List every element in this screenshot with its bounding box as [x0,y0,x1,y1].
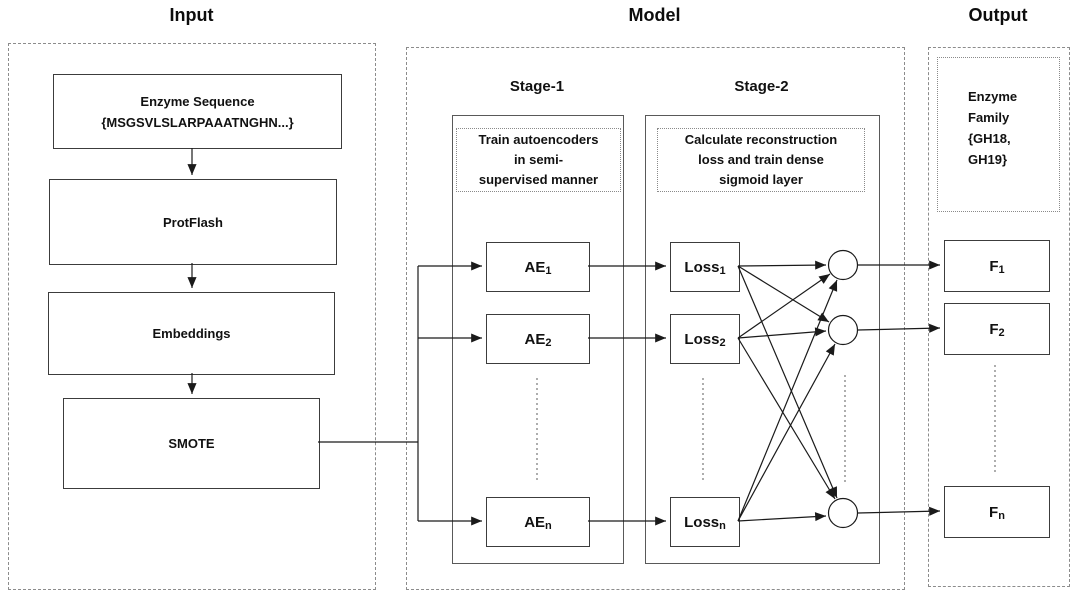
stage2-note-line3: sigmoid layer [719,172,803,187]
protflash-label: ProtFlash [163,214,223,230]
loss1-label: Loss [684,258,720,276]
f2-label: F [989,320,999,338]
loss2-label: Loss [684,330,720,348]
enzyme-sequence-line1: Enzyme Sequence [140,93,255,109]
ae1-label: AE [524,258,546,276]
ae2-label: AE [524,330,546,348]
stage1-note-line2: in semi- [513,152,564,167]
node-protflash: ProtFlash [49,179,337,265]
stage2-note-line1: Calculate reconstruction [684,132,838,147]
enzyme-family-note: Enzyme Family {GH18, GH19} [937,57,1060,212]
family-note-line4: GH19} [968,152,1008,167]
fn-label: F [989,503,999,521]
family-note-line3: {GH18, [968,131,1011,146]
stage1-note: Train autoencoders in semi- supervised m… [456,128,621,192]
stage1-note-line1: Train autoencoders [478,132,599,147]
embeddings-label: Embeddings [152,326,231,341]
aen-label: AE [524,513,546,531]
enzyme-sequence-line2: {MSGSVLSLARPAAATNGHN...} [101,114,294,130]
stage1-title: Stage-1 [509,78,565,95]
stage2-note-line2: loss and train dense [698,152,824,167]
lossn-label: Loss [684,513,720,531]
stage2-note: Calculate reconstruction loss and train … [657,128,865,192]
f1-label: F [989,257,999,275]
input-section-title: Input [169,5,214,25]
family-note-line1: Enzyme [968,89,1018,104]
family-note-line2: Family [968,110,1010,125]
node-embeddings: Embeddings [48,292,335,375]
node-smote: SMOTE [63,398,320,489]
stage2-title: Stage-2 [734,78,789,95]
output-section-title: Output [968,5,1028,25]
model-section-title: Model [628,5,681,25]
smote-label: SMOTE [168,436,215,451]
stage1-note-line3: supervised manner [478,172,599,187]
node-enzyme-sequence: Enzyme Sequence {MSGSVLSLARPAAATNGHN...} [53,74,342,149]
